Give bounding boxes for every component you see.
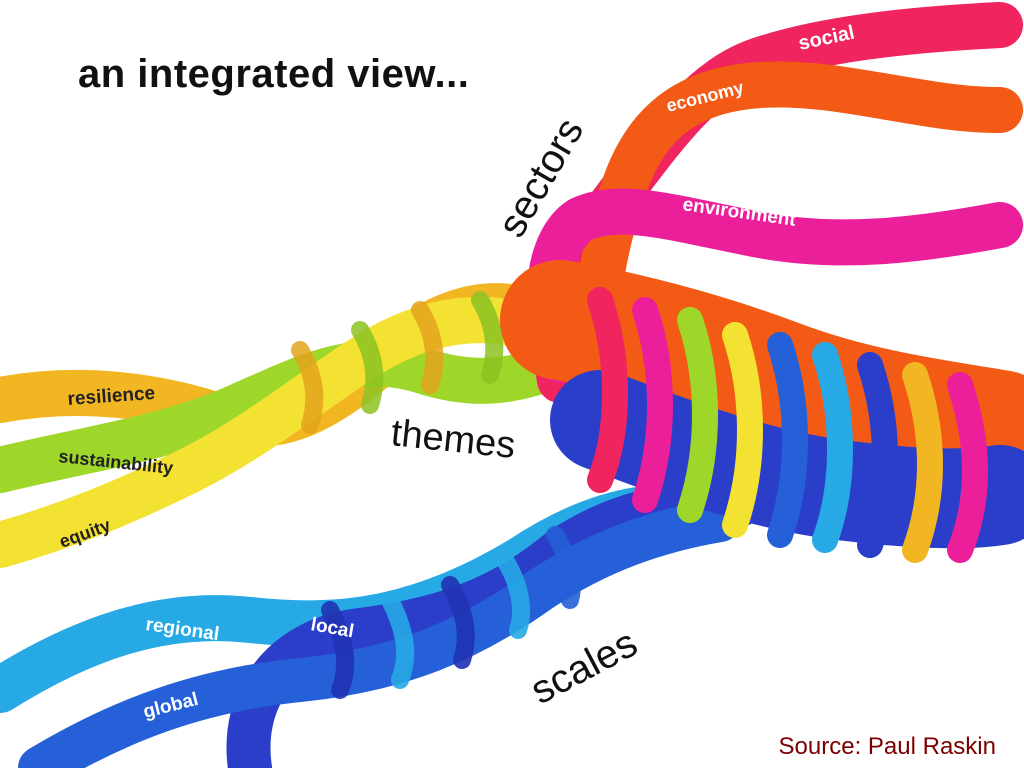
page-title: an integrated view... <box>78 52 470 96</box>
themes-braid-twists <box>291 291 504 434</box>
scales-braid-twists <box>321 526 581 699</box>
source-credit: Source: Paul Raskin <box>778 733 996 760</box>
rope-equity <box>0 297 563 568</box>
group-label-scales: scales <box>524 621 645 713</box>
rope-global <box>18 498 742 773</box>
combined-braid <box>500 260 1024 563</box>
group-label-themes: themes <box>389 412 517 467</box>
